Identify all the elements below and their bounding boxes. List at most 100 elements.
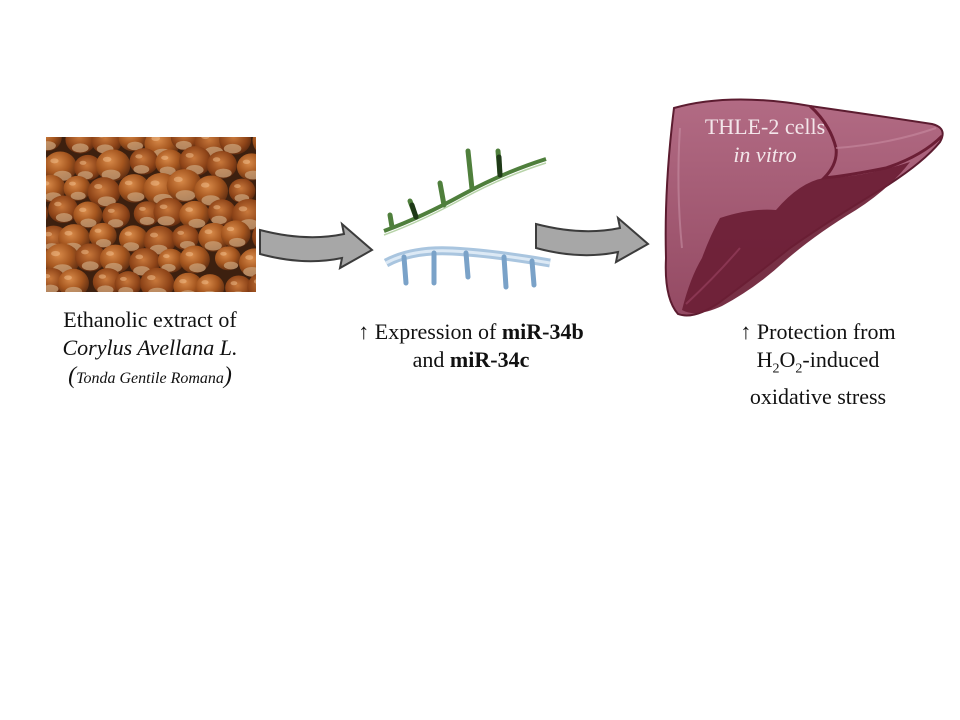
hazelnut-cap (175, 140, 192, 150)
hazelnut (46, 206, 49, 221)
up-arrow-icon: ↑ (358, 319, 370, 344)
step3-caption: ↑ Protection from H2O2-induced oxidative… (696, 318, 940, 411)
hazelnut-highlight (98, 137, 104, 138)
hazelnut-highlight (107, 208, 115, 213)
hazelnut-highlight (135, 254, 144, 260)
hazelnut-highlight (102, 156, 112, 162)
hazelnut-highlight (46, 273, 51, 279)
liver-label-line2: in vitro (733, 142, 797, 167)
hazelnut-cap (234, 291, 243, 292)
step2-line2: and miR-34c (316, 346, 626, 374)
hazelnut-highlight (212, 157, 221, 162)
hazelnut-cap (101, 169, 121, 180)
hazelnut-highlight (135, 154, 143, 159)
hazelnut-highlight (69, 181, 76, 186)
hazelnut-highlight (54, 201, 62, 207)
step1-line2: Corylus Avellana L. (62, 335, 238, 360)
liver-label: THLE-2 cells in vitro (690, 113, 840, 169)
hazelnut-highlight (179, 278, 187, 284)
variety-name: Tonda Gentile Romana (76, 370, 224, 387)
hazelnut-highlight (201, 137, 210, 140)
hazelnut-highlight (204, 229, 213, 235)
flow-arrow-1 (259, 221, 374, 270)
hazelnut-highlight (185, 207, 193, 212)
hazelnut-cap (223, 143, 242, 154)
hazelnut-highlight (242, 159, 251, 164)
hazelnut-highlight (79, 207, 87, 213)
hazelnut-highlight (159, 204, 168, 210)
step3-line2: H2O2-induced (696, 346, 940, 383)
liver-icon (664, 98, 944, 317)
step3-line1: ↑ Protection from (696, 318, 940, 346)
hazelnut-highlight (161, 155, 169, 160)
hazelnut-highlight (185, 152, 194, 158)
step3-text1: Protection from (751, 319, 896, 344)
hazelnut-cap (243, 266, 256, 277)
hazelnut-cap (204, 241, 222, 251)
hazelnut-highlight (81, 249, 89, 255)
hazelnut-cap (148, 287, 167, 292)
hazelnut-cap (55, 213, 73, 222)
step1-caption: Ethanolic extract of Corylus Avellana L.… (20, 306, 280, 393)
hazelnut (252, 226, 256, 247)
hazelnut-highlight (120, 276, 127, 281)
hazelnut-highlight (79, 160, 87, 165)
hazelnut-cap (211, 215, 227, 225)
flow-arrow-2 (535, 215, 650, 264)
hazelnut-highlight (201, 280, 209, 285)
hazelnut-highlight (150, 232, 159, 238)
hazelnut-cap (189, 263, 206, 273)
hazelnut-cap (133, 165, 150, 174)
hazelnut-highlight (124, 231, 132, 236)
hazelnut-highlight (94, 228, 102, 233)
hazelnut-highlight (200, 182, 210, 188)
mir34c-label: miR-34c (449, 347, 530, 372)
hazelnut-cap (46, 141, 56, 151)
hazelnut-highlight (139, 206, 146, 211)
hazelnut-cap (97, 285, 114, 292)
hazelnut-cap (175, 190, 196, 201)
hazelnut-highlight (220, 251, 227, 256)
hazelnut-highlight (147, 274, 156, 281)
hazelnut (225, 275, 253, 292)
liver-label-line1: THLE-2 cells (704, 114, 826, 139)
hazelnut-highlight (173, 176, 183, 183)
hazelnut-highlight (46, 181, 50, 186)
hazelnut-cap (188, 218, 206, 228)
step2-prefix: Expression of (369, 319, 502, 344)
open-paren: ( (68, 363, 77, 389)
hazelnut-cap (139, 216, 155, 225)
hazelnut-cap (65, 286, 83, 292)
hazelnut-cap (159, 166, 176, 176)
hazelnut-cap (181, 290, 195, 292)
hazelnut-highlight (253, 279, 256, 284)
hazelnut-cap (204, 290, 216, 292)
hazelnut-highlight (51, 250, 61, 257)
hazelnut-highlight (150, 180, 160, 186)
hazelnut-highlight (124, 180, 133, 186)
step2-caption: ↑ Expression of miR-34b and miR-34c (316, 318, 626, 374)
hazelnut-cap (118, 287, 134, 292)
hazelnut-highlight (230, 281, 238, 286)
hazelnut (140, 267, 175, 292)
hazelnut (247, 273, 256, 292)
h-letter: H (756, 347, 773, 372)
hazelnut-highlight (64, 275, 72, 280)
sub-2a: 2 (772, 361, 780, 377)
hazelnut-highlight (163, 254, 170, 259)
step1-line1: Ethanolic extract of (63, 307, 237, 332)
hazelnuts-image (46, 137, 256, 292)
hazelnut-highlight (245, 255, 254, 260)
hazelnut-highlight (177, 230, 185, 235)
hazelnut-cap (223, 261, 239, 270)
hazelnut-cap (80, 218, 97, 228)
close-paren: ) (223, 363, 232, 389)
up-arrow-icon: ↑ (740, 319, 752, 344)
hazelnut-highlight (64, 230, 73, 236)
hazelnut-highlight (106, 251, 114, 256)
sub-2b: 2 (795, 361, 803, 377)
hazelnut-cap (123, 242, 140, 251)
hazelnut-cap (229, 237, 246, 247)
hazelnut-highlight (226, 226, 235, 232)
hazelnut-cap (71, 143, 89, 153)
